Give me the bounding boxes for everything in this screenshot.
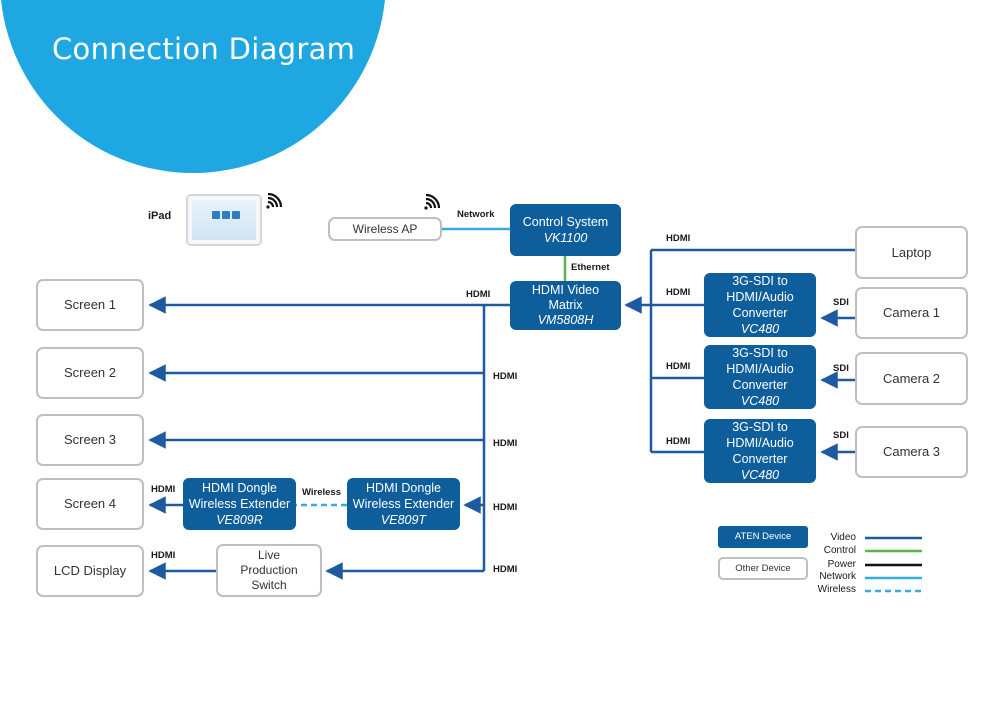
legend-wireless-label: Wireless	[817, 584, 856, 595]
hdmi-label: HDMI	[493, 438, 518, 449]
sdi-label: SDI	[833, 297, 849, 308]
hdmi-label: HDMI	[493, 371, 518, 382]
camera-3[interactable]: Camera 3	[855, 426, 968, 478]
control-system-model: VK1100	[543, 231, 588, 245]
matrix-name-line2: Matrix	[548, 298, 583, 312]
legend-power-label: Power	[827, 559, 856, 570]
laptop-label: Laptop	[891, 244, 932, 260]
converter-line2: HDMI/Audio	[726, 290, 794, 304]
hdmi-video-matrix[interactable]: HDMI Video Matrix VM5808H	[510, 281, 621, 330]
ve809r-model: VE809R	[216, 513, 263, 527]
converter-line2: HDMI/Audio	[726, 436, 794, 450]
converter-3[interactable]: 3G-SDI to HDMI/Audio Converter VC480	[704, 419, 816, 483]
wifi-icon	[424, 193, 441, 210]
control-system[interactable]: Control System VK1100	[510, 204, 621, 256]
legend-video-label: Video	[830, 532, 856, 543]
control-system-name: Control System	[522, 215, 609, 229]
legend-aten-label: ATEN Device	[734, 531, 792, 542]
tablet-icon	[186, 194, 262, 246]
lcd-display[interactable]: LCD Display	[36, 545, 144, 597]
hdmi-label: HDMI	[666, 287, 691, 298]
camera-1[interactable]: Camera 1	[855, 287, 968, 339]
hdmi-label: HDMI	[466, 289, 491, 300]
laptop[interactable]: Laptop	[855, 226, 968, 279]
live-production-switch[interactable]: Live Production Switch	[216, 544, 322, 597]
ve809r-line2: Wireless Extender	[188, 497, 291, 511]
camera-1-label: Camera 1	[882, 305, 941, 320]
converter-line2: HDMI/Audio	[726, 362, 794, 376]
converter-2[interactable]: 3G-SDI to HDMI/Audio Converter VC480	[704, 345, 816, 409]
live-switch-line1: Live	[257, 548, 280, 562]
live-switch-line3: Switch	[251, 578, 287, 592]
hdmi-label: HDMI	[666, 436, 691, 447]
converter-model: VC480	[740, 468, 780, 482]
converter-line3: Converter	[732, 378, 788, 392]
ipad-label: iPad	[148, 210, 172, 222]
legend-other-label: Other Device	[735, 562, 791, 574]
legend-control-label: Control	[823, 545, 856, 556]
screen-4[interactable]: Screen 4	[36, 478, 144, 530]
wireless-label: Wireless	[302, 487, 341, 498]
converter-model: VC480	[740, 394, 780, 408]
matrix-name-line1: HDMI Video	[531, 283, 600, 297]
screen-3[interactable]: Screen 3	[36, 414, 144, 466]
matrix-model: VM5808H	[537, 313, 594, 327]
sdi-label: SDI	[833, 363, 849, 374]
legend-network-label: Network	[819, 571, 856, 582]
camera-2[interactable]: Camera 2	[855, 352, 968, 405]
converter-line3: Converter	[732, 306, 788, 320]
screen-2[interactable]: Screen 2	[36, 347, 144, 399]
screen-1[interactable]: Screen 1	[36, 279, 144, 331]
ve809r-line1: HDMI Dongle	[201, 481, 278, 495]
hdmi-label: HDMI	[151, 550, 176, 561]
screen-1-label: Screen 1	[63, 297, 117, 312]
converter-line1: 3G-SDI to	[732, 420, 788, 434]
converter-1[interactable]: 3G-SDI to HDMI/Audio Converter VC480	[704, 273, 816, 337]
ve809t-line1: HDMI Dongle	[365, 481, 442, 495]
legend-aten-device: ATEN Device	[718, 526, 808, 548]
wireless-ap[interactable]: Wireless AP	[328, 217, 442, 241]
converter-model: VC480	[740, 322, 780, 336]
hdmi-label: HDMI	[151, 484, 176, 495]
network-label: Network	[457, 209, 495, 220]
wireless-ap-label: Wireless AP	[352, 222, 418, 236]
converter-line1: 3G-SDI to	[732, 346, 788, 360]
hdmi-label: HDMI	[666, 361, 691, 372]
screen-2-label: Screen 2	[63, 365, 117, 380]
hdmi-label: HDMI	[493, 564, 518, 575]
converter-line3: Converter	[732, 452, 788, 466]
screen-3-label: Screen 3	[63, 432, 117, 447]
ethernet-label: Ethernet	[571, 262, 610, 273]
live-switch-line2: Production	[240, 563, 298, 577]
camera-3-label: Camera 3	[882, 444, 941, 459]
ve809t-transmitter[interactable]: HDMI Dongle Wireless Extender VE809T	[347, 478, 460, 530]
ve809t-line2: Wireless Extender	[352, 497, 455, 511]
ve809t-model: VE809T	[380, 513, 427, 527]
hdmi-label: HDMI	[493, 502, 518, 513]
screen-4-label: Screen 4	[63, 496, 117, 511]
camera-2-label: Camera 2	[882, 370, 941, 386]
hdmi-label: HDMI	[666, 233, 691, 244]
page-title: Connection Diagram	[52, 32, 356, 66]
wifi-icon	[266, 192, 283, 209]
sdi-label: SDI	[833, 430, 849, 441]
lcd-display-label: LCD Display	[53, 563, 127, 578]
legend-other-device: Other Device	[718, 557, 808, 580]
ve809r-receiver[interactable]: HDMI Dongle Wireless Extender VE809R	[183, 478, 296, 530]
converter-line1: 3G-SDI to	[732, 274, 788, 288]
